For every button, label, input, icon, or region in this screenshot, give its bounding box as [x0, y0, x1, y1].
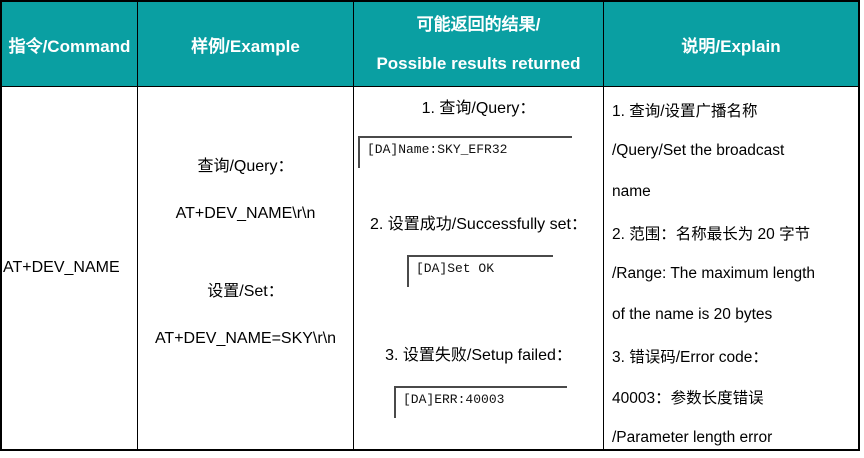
results-cell: 1. 查询/Query： [DA]Name:SKY_EFR32 2. 设置成功/… — [354, 87, 604, 449]
example-query-label: 查询/Query： — [197, 158, 294, 175]
explain-line: 40003：参数长度错误 — [612, 389, 764, 407]
explain-cell: 1. 查询/设置广播名称 /Query/Set the broadcast na… — [604, 87, 858, 449]
explain-line: name — [612, 182, 651, 200]
result-label-set-ok: 2. 设置成功/Successfully set： — [370, 216, 587, 233]
header-label-results-cn: 可能返回的结果/ — [416, 15, 541, 34]
example-cell: 查询/Query： AT+DEV_NAME\r\n 设置/Set： AT+DEV… — [138, 87, 354, 449]
explain-line: /Parameter length error — [612, 428, 773, 446]
command-text: AT+DEV_NAME — [3, 259, 120, 276]
explain-line: 3. 错误码/Error code： — [612, 348, 768, 366]
terminal-snippet-error: [DA]ERR:40003 — [394, 386, 567, 418]
example-query-command: AT+DEV_NAME\r\n — [175, 205, 316, 222]
header-cell-example: 样例/Example — [138, 2, 354, 87]
explain-line: of the name is 20 bytes — [612, 305, 773, 323]
header-label-results-en: Possible results returned — [376, 54, 581, 73]
header-label-explain: 说明/Explain — [681, 36, 781, 56]
result-label-query: 1. 查询/Query： — [421, 100, 536, 117]
result-label-set-fail: 3. 设置失败/Setup failed： — [385, 347, 572, 364]
header-label-command: 指令/Command — [8, 36, 131, 56]
example-set-label: 设置/Set： — [207, 283, 284, 300]
explain-line: 1. 查询/设置广播名称 — [612, 102, 758, 120]
explain-line: 2. 范围：名称最长为 20 字节 — [612, 225, 811, 243]
header-cell-explain: 说明/Explain — [604, 2, 858, 87]
terminal-snippet-query: [DA]Name:SKY_EFR32 — [358, 136, 572, 168]
explain-line: /Query/Set the broadcast — [612, 141, 785, 159]
explain-line: /Range: The maximum length — [612, 264, 816, 282]
header-cell-command: 指令/Command — [2, 2, 138, 87]
command-cell: AT+DEV_NAME — [2, 87, 138, 449]
example-set-command: AT+DEV_NAME=SKY\r\n — [154, 330, 337, 347]
header-label-example: 样例/Example — [191, 36, 300, 56]
header-cell-results: 可能返回的结果/ Possible results returned — [354, 2, 604, 87]
terminal-snippet-set-ok: [DA]Set OK — [407, 255, 553, 287]
